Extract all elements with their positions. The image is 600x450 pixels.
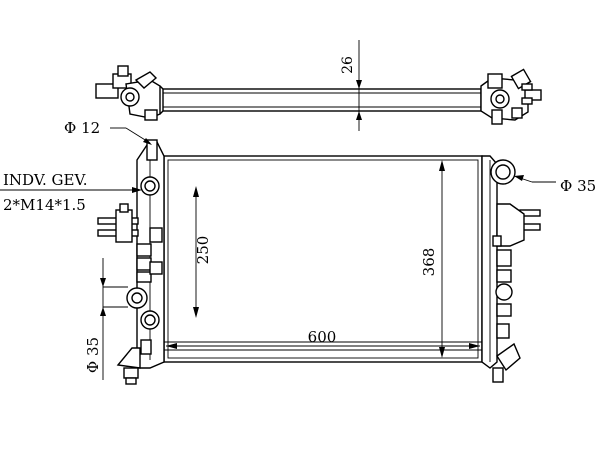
- phi35-left-label: Φ 35: [84, 337, 102, 373]
- dim-368-label: 368: [420, 248, 438, 277]
- front-view: 250 368 600 Φ 12 INDV. GEV. 2*M: [0, 119, 596, 385]
- dim-600-label: 600: [308, 328, 337, 346]
- phi35-right-label: Φ 35: [560, 177, 596, 195]
- indv-gev-callout: INDV. GEV. 2*M14*1.5: [0, 171, 142, 214]
- top-view-core: [162, 88, 482, 112]
- top-dimension-26: 26: [340, 40, 362, 131]
- dim-250-label: 250: [194, 236, 212, 265]
- indv-line1: INDV. GEV.: [3, 171, 87, 189]
- dimension-368: 368: [420, 160, 445, 358]
- top-view-left-tank: [95, 65, 164, 121]
- dimension-600: 600: [166, 328, 480, 349]
- phi35-left-dimension: Φ 35: [84, 258, 128, 380]
- phi12-callout: Φ 12: [64, 119, 152, 145]
- phi12-label: Φ 12: [64, 119, 100, 137]
- dimension-250: 250: [193, 186, 212, 318]
- right-tank: [481, 155, 541, 383]
- top-view-right-tank: [480, 68, 542, 125]
- radiator-core: [163, 155, 483, 363]
- indv-line2: 2*M14*1.5: [3, 196, 86, 214]
- left-tank: [97, 139, 165, 385]
- phi35-right-callout: Φ 35: [513, 175, 596, 195]
- top-dim-label: 26: [340, 56, 356, 74]
- top-view: 26: [95, 40, 542, 131]
